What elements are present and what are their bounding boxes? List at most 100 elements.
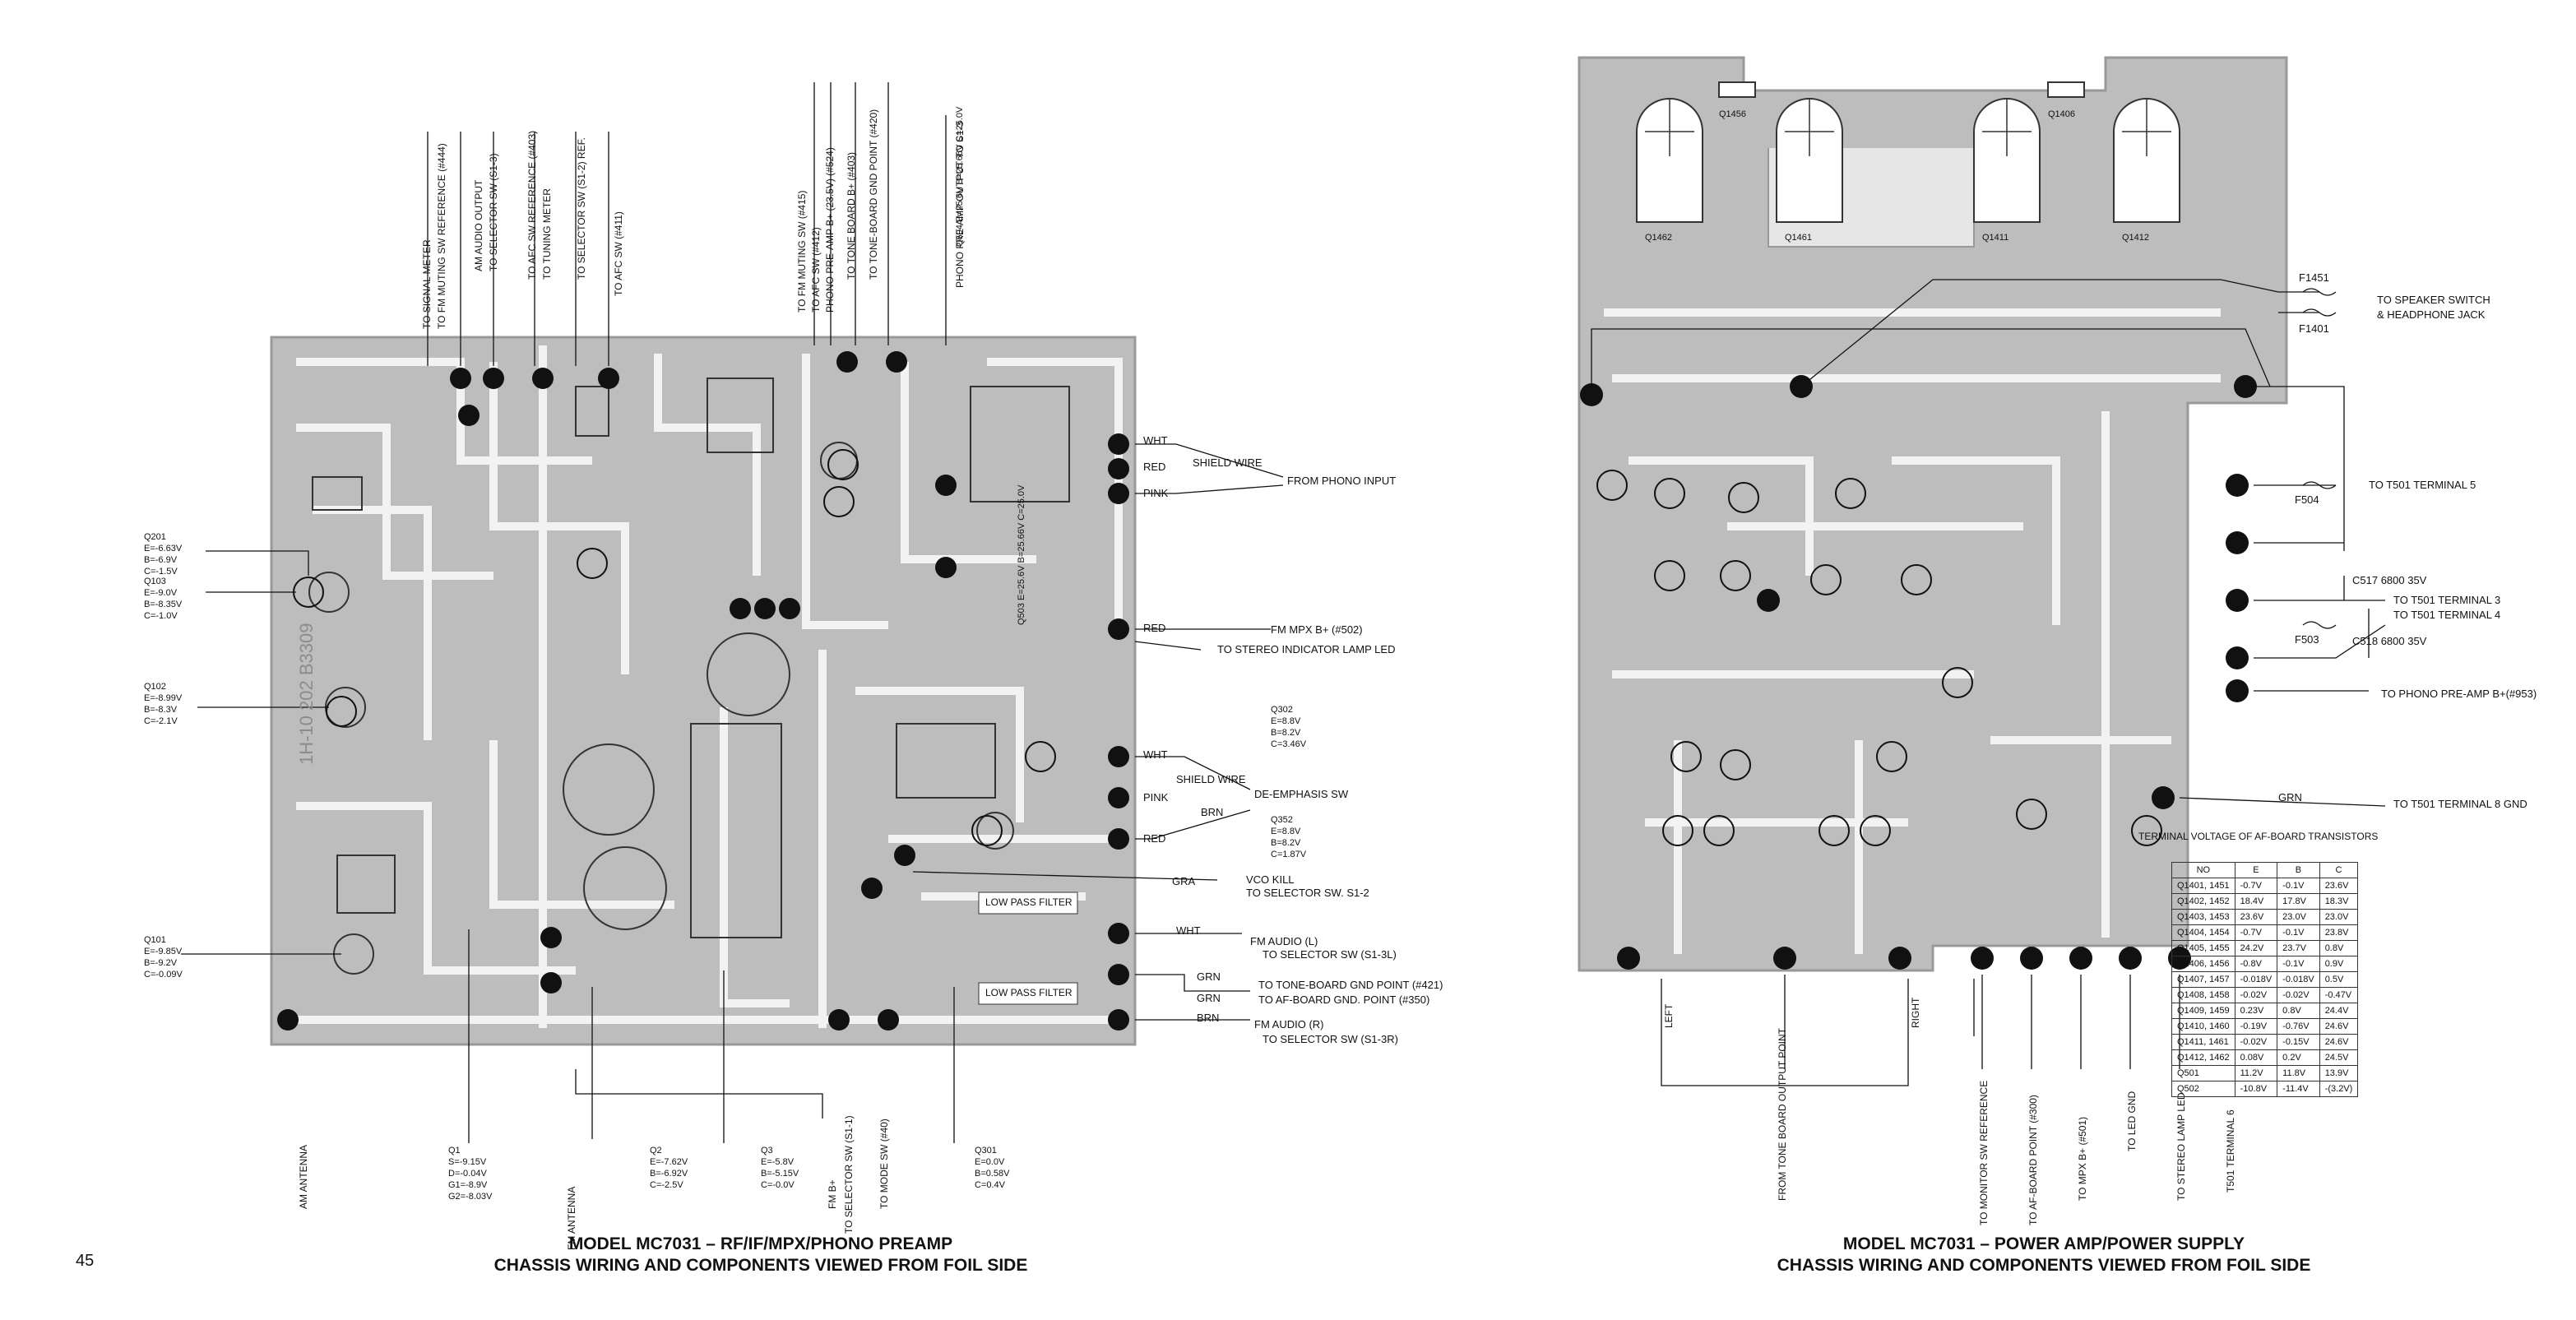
table-cell: 0.08V — [2234, 1049, 2278, 1066]
table-cell: 23.7V — [2277, 940, 2320, 956]
page-number: 45 — [76, 1252, 95, 1270]
de-emphasis-label: DE-EMPHASIS SW — [1254, 788, 1349, 800]
table-cell: -0.1V — [2277, 924, 2320, 941]
table-cell: -0.02V — [2234, 1034, 2278, 1050]
shield-wire-label: SHIELD WIRE — [1193, 456, 1263, 469]
table-header-row: NO E B C — [2171, 862, 2359, 878]
led-gnd-label: TO LED GND — [2126, 1091, 2138, 1151]
table-cell: Q1403, 1453 — [2171, 909, 2235, 925]
top-label-fm-muting-ref: TO FM MUTING SW REFERENCE (#444) — [436, 143, 447, 329]
t501-6-label: T501 TERMINAL 6 — [2225, 1109, 2236, 1193]
selector-s1-3r-label: TO SELECTOR SW (S1-3R) — [1263, 1033, 1398, 1045]
top-label-afc-sw: TO AFC SW (#411) — [613, 211, 624, 296]
left-channel-label: LEFT — [1663, 1003, 1675, 1028]
top-label-phono-output: PHONO PRE-AMP OUTPUT TO S1-3 — [954, 121, 966, 289]
wire-brn-1: BRN — [1201, 806, 1224, 818]
wire-red-1: RED — [1143, 461, 1166, 473]
monitor-sw-ref-label: TO MONITOR SW REFERENCE — [1978, 1080, 1990, 1225]
table-cell: 24.6V — [2319, 1034, 2359, 1050]
table-cell: 23.6V — [2234, 909, 2278, 925]
q1406-label: Q1406 — [2048, 109, 2076, 119]
table-cell: 13.9V — [2319, 1065, 2359, 1081]
table-cell: Q1412, 1462 — [2171, 1049, 2235, 1066]
f504-label: F504 — [2295, 493, 2319, 506]
table-cell: -0.7V — [2234, 878, 2278, 894]
wire-gra: GRA — [1172, 875, 1196, 887]
table-cell: 11.2V — [2234, 1065, 2278, 1081]
table-cell: -0.47V — [2319, 987, 2359, 1003]
table-cell: Q1405, 1455 — [2171, 940, 2235, 956]
wire-brn-2: BRN — [1197, 1012, 1220, 1024]
wire-pink-2: PINK — [1143, 791, 1169, 804]
table-cell: 23.0V — [2277, 909, 2320, 925]
table-cell: 24.6V — [2319, 1018, 2359, 1035]
fm-audio-l-label: FM AUDIO (L) — [1250, 935, 1318, 947]
table-cell: -0.02V — [2234, 987, 2278, 1003]
table-cell: Q1411, 1461 — [2171, 1034, 2235, 1050]
table-cell: 0.9V — [2319, 956, 2359, 972]
table-cell: -0.02V — [2277, 987, 2320, 1003]
table-cell: -0.1V — [2277, 878, 2320, 894]
phono-preamp-b-label: TO PHONO PRE-AMP B+(#953) — [2381, 688, 2537, 700]
t501-8-label: TO T501 TERMINAL 8 GND — [2393, 798, 2527, 810]
top-label-phono-b: PHONO PRE-AMP B+ (23.5V) (#524) — [824, 147, 836, 313]
table-cell: -0.1V — [2277, 956, 2320, 972]
q302-label: Q302 E=8.8V B=8.2V C=3.46V — [1271, 705, 1307, 749]
table-cell: Q1407, 1457 — [2171, 971, 2235, 988]
wire-grn-1: GRN — [1197, 970, 1221, 983]
grn-wire-label: GRN — [2278, 791, 2302, 804]
mode-sw-label: TO MODE SW (#40) — [878, 1119, 890, 1209]
stereo-lamp-led-label: TO STEREO LAMP LED — [2175, 1092, 2187, 1201]
table-cell: 24.5V — [2319, 1049, 2359, 1066]
q352-label: Q352 E=8.8V B=8.2V C=1.87V — [1271, 815, 1307, 859]
q103-label: Q103 E=-9.0V B=-8.35V C=-1.0V — [144, 577, 183, 621]
table-cell: 24.4V — [2319, 1003, 2359, 1019]
table-cell: 0.5V — [2319, 971, 2359, 988]
table-cell: -11.4V — [2277, 1081, 2320, 1097]
q3-label: Q3 E=-5.8V B=-5.15V C=-0.0V — [761, 1146, 799, 1190]
top-label-tone-gnd: TO TONE-BOARD GND POINT (#420) — [868, 109, 879, 280]
low-pass-filter-2: LOW PASS FILTER — [985, 987, 1073, 998]
table-cell: 23.6V — [2319, 878, 2359, 894]
table-cell: -0.7V — [2234, 924, 2278, 941]
af-gnd-label: TO AF-BOARD GND. POINT (#350) — [1258, 993, 1430, 1006]
selector-s1-2-label: TO SELECTOR SW. S1-2 — [1246, 887, 1369, 899]
tone-gnd-label: TO TONE-BOARD GND POINT (#421) — [1258, 979, 1443, 991]
table-cell: Q1408, 1458 — [2171, 987, 2235, 1003]
table-cell: 23.0V — [2319, 909, 2359, 925]
right-board — [1578, 56, 2386, 1086]
table-cell: Q1402, 1452 — [2171, 893, 2235, 910]
table-cell: Q1410, 1460 — [2171, 1018, 2235, 1035]
table-cell: Q501 — [2171, 1065, 2235, 1081]
table-cell: -10.8V — [2234, 1081, 2278, 1097]
table-cell: -0.19V — [2234, 1018, 2278, 1035]
right-caption: MODEL MC7031 – POWER AMP/POWER SUPPLY CH… — [1777, 1234, 2311, 1275]
tone-board-output-label: FROM TONE BOARD OUTPUT POINT — [1777, 1027, 1788, 1201]
table-header: B — [2277, 862, 2320, 878]
fm-b-label: FM B+ — [827, 1179, 838, 1209]
q503-label: Q503 E=25.6V B=25.66V C=25.0V — [1017, 484, 1026, 625]
table-cell: -0.018V — [2277, 971, 2320, 988]
from-phono-input-label: FROM PHONO INPUT — [1287, 475, 1397, 487]
stereo-lamp-label: TO STEREO INDICATOR LAMP LED — [1217, 643, 1396, 655]
table-cell: 23.8V — [2319, 924, 2359, 941]
table-cell: Q1409, 1459 — [2171, 1003, 2235, 1019]
wire-pink-1: PINK — [1143, 487, 1169, 499]
table-cell: 0.8V — [2277, 1003, 2320, 1019]
f503-label: F503 — [2295, 633, 2319, 646]
table-cell: Q502 — [2171, 1081, 2235, 1097]
mpx-b-label: TO MPX B+ (#501) — [2077, 1116, 2088, 1201]
wire-wht-3: WHT — [1176, 924, 1201, 937]
low-pass-filter-1: LOW PASS FILTER — [985, 896, 1073, 908]
selector-s1-1-label: TO SELECTOR SW (S1-1) — [843, 1115, 855, 1234]
voltage-table-title: TERMINAL VOLTAGE OF AF-BOARD TRANSISTORS — [2138, 831, 2379, 842]
table-header: E — [2234, 862, 2278, 878]
board-number: 1H-10 202 B3309 — [296, 623, 317, 765]
